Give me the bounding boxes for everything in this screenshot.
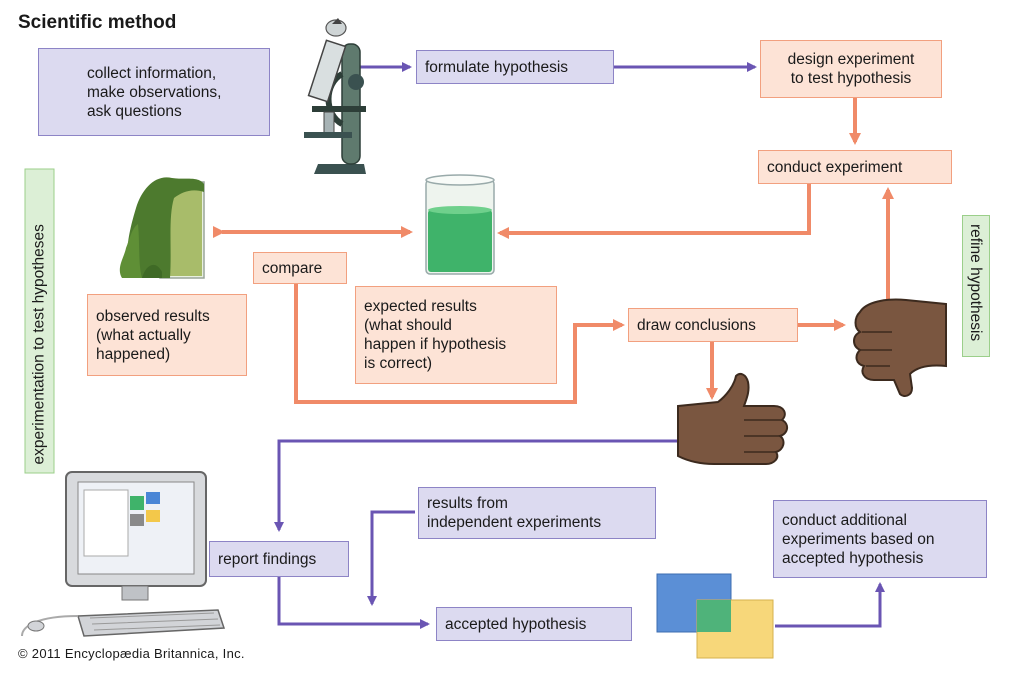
expected-results-box-line: happen if hypothesis [364, 336, 507, 353]
conduct-experiment-box-line: conduct experiment [767, 158, 903, 176]
conduct-experiment-box: conduct experiment [758, 150, 952, 184]
beaker-icon [425, 174, 495, 275]
overflowing-beaker-icon [119, 177, 205, 279]
design-experiment-box-line: to test hypothesis [790, 70, 912, 87]
report-findings-box: report findings [209, 541, 349, 577]
microscope-icon [304, 18, 366, 174]
compare-box-line: compare [262, 259, 323, 277]
collect-information-box-line: make observations, [87, 83, 222, 101]
arrow-report-to-accepted [277, 577, 430, 629]
computer-icon [21, 471, 226, 637]
copyright-notice: © 2011 Encyclopædia Britannica, Inc. [18, 646, 245, 661]
arrow-squares-to-additional [775, 582, 885, 628]
diagram-title: Scientific method [18, 12, 177, 33]
additional-experiments-box-line: conduct additional [782, 511, 907, 529]
additional-experiments-box-line: experiments based on [782, 530, 935, 548]
observed-results-box-line: observed results [96, 307, 210, 325]
overlapping-squares-icon [656, 573, 774, 659]
accepted-hypothesis-box: accepted hypothesis [436, 607, 632, 641]
collect-information-box-line: ask questions [87, 102, 182, 120]
expected-results-box-line: expected results [364, 298, 477, 315]
draw-conclusions-box: draw conclusions [628, 308, 798, 342]
design-experiment-box-line: design experiment [787, 51, 915, 68]
observed-results-box-line: happened) [96, 345, 171, 363]
report-findings-box-line: report findings [218, 550, 317, 568]
thumbs-down-icon [853, 298, 947, 397]
side-label-refine-hypothesis: refine hypothesis [962, 215, 990, 357]
observed-results-box-line: (what actually [96, 326, 191, 344]
thumbs-up-icon [677, 373, 788, 465]
expected-results-box-line: is correct) [364, 355, 433, 372]
draw-conclusions-box-line: draw conclusions [637, 316, 756, 334]
arrow-conduct-to-expected [497, 183, 811, 239]
additional-experiments-box-line: accepted hypothesis [782, 549, 924, 567]
collect-information-box-line: collect information, [87, 64, 217, 82]
collect-information-box: collect information,make observations,as… [38, 48, 270, 136]
side-label-experimentation: experimentation to test hypotheses [24, 168, 55, 474]
arrow-independent-to-accepted [367, 510, 415, 606]
independent-results-box: results from independent experiments [418, 487, 656, 539]
compare-box: compare [253, 252, 347, 284]
independent-results-box-line: results from [427, 495, 508, 512]
expected-results-box-line: (what should [364, 317, 452, 334]
formulate-hypothesis-box-line: formulate hypothesis [425, 58, 569, 76]
formulate-hypothesis-box: formulate hypothesis [416, 50, 614, 84]
accepted-hypothesis-box-line: accepted hypothesis [445, 615, 587, 633]
expected-results-box: expected results (what should happen if hy… [355, 286, 557, 384]
independent-results-box-line: independent experiments [427, 514, 602, 531]
design-experiment-box: design experiment to test hypothesis [760, 40, 942, 98]
